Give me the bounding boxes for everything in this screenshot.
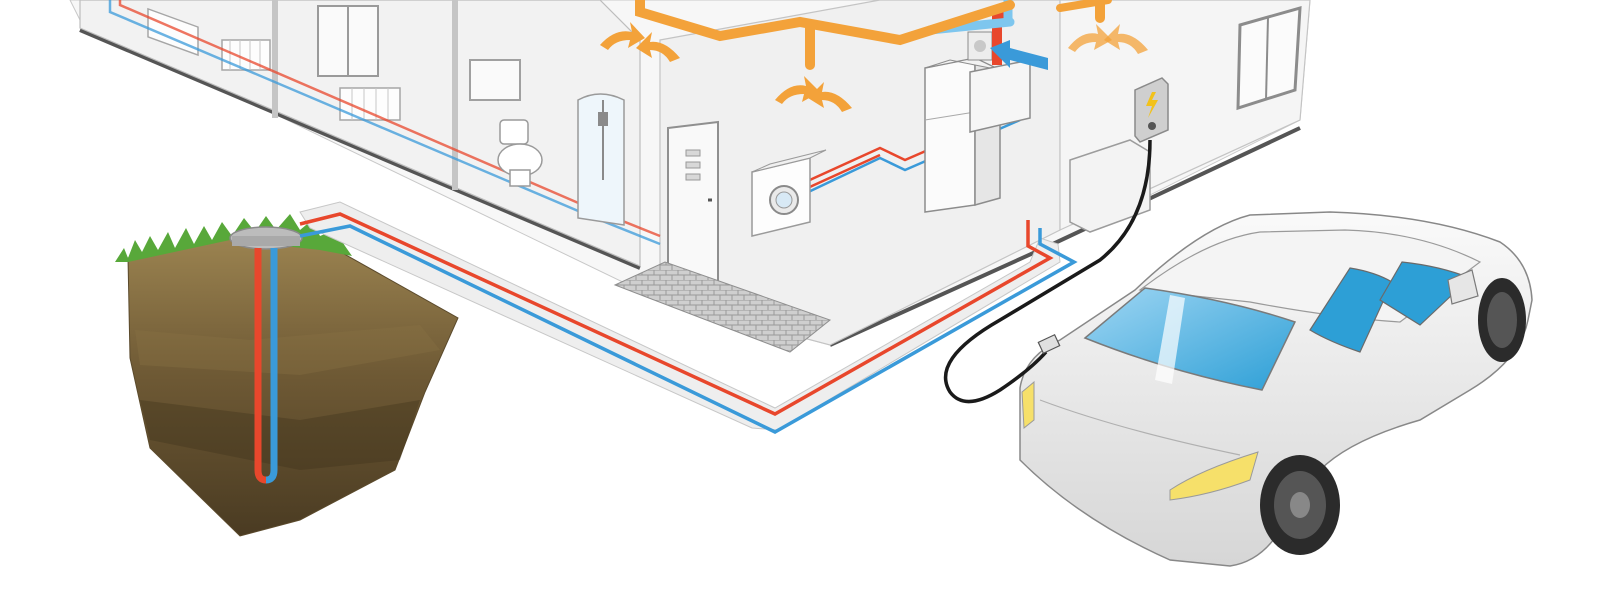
charger-socket — [1148, 122, 1156, 130]
ev-charger-icon — [1135, 78, 1168, 142]
soil-cutaway — [128, 238, 458, 536]
electric-car-icon — [1020, 212, 1532, 566]
shower-icon — [578, 94, 624, 225]
car-rear-wheel — [1478, 278, 1526, 362]
borehole-cap-side — [232, 236, 300, 246]
front-door — [668, 122, 718, 282]
bathroom-mirror — [470, 60, 520, 100]
car-front-wheel — [1260, 455, 1340, 555]
